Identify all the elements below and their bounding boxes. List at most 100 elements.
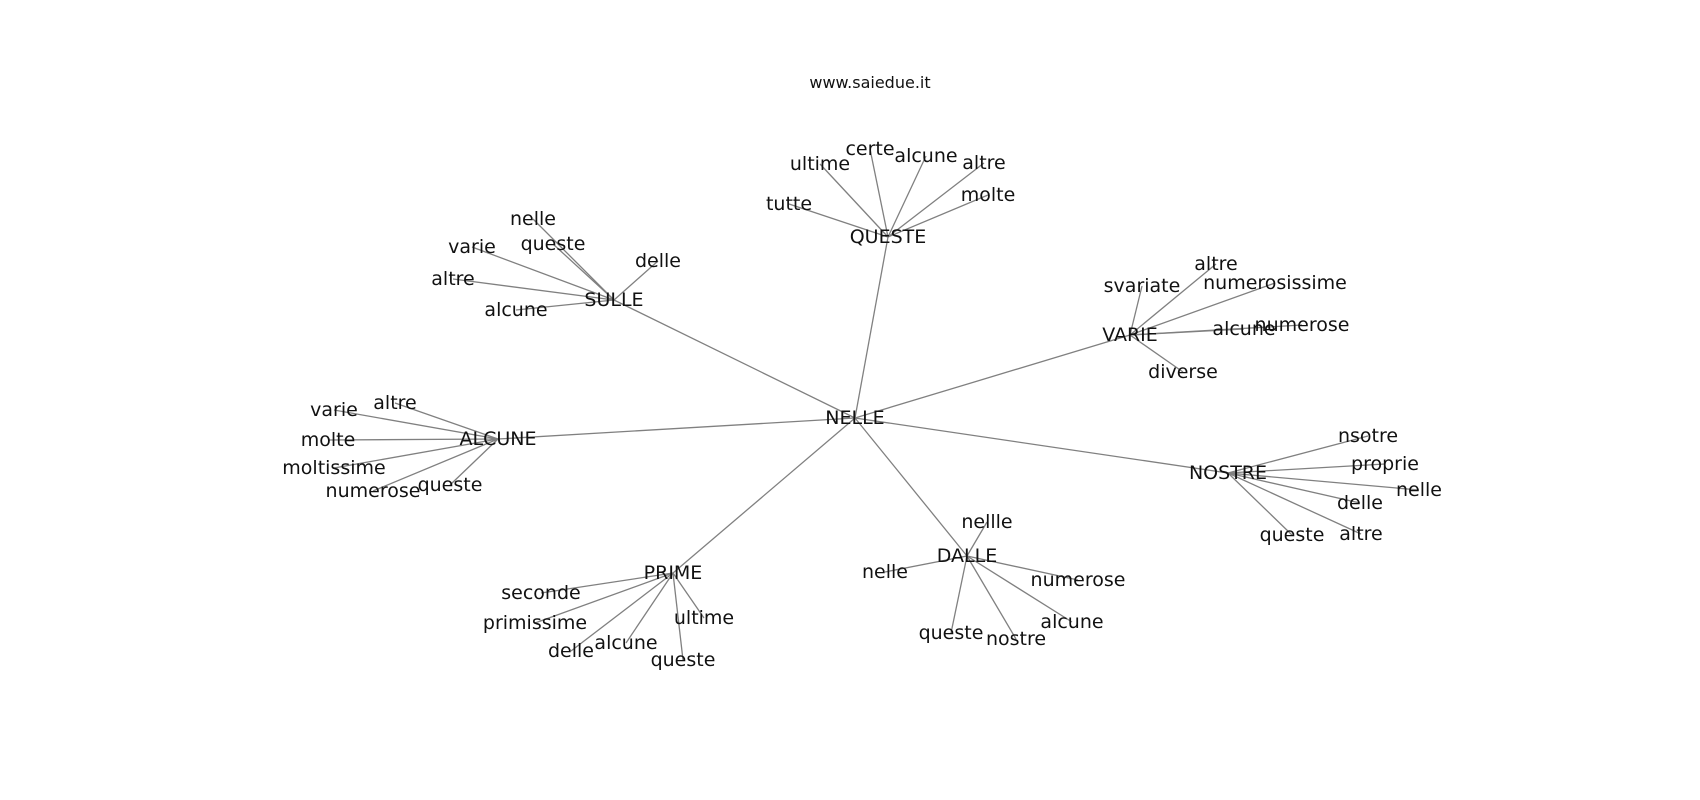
edge-root-to-nostre [854, 417, 1229, 474]
edge-root-to-varie [854, 334, 1131, 419]
leaf-node-sulle-altre: altre [431, 268, 474, 290]
edge-prime-to-queste [672, 572, 684, 661]
hub-node-varie: VARIE [1102, 324, 1158, 346]
leaf-node-nostre-altre: altre [1339, 523, 1382, 545]
edge-dalle-to-nellle [966, 521, 988, 557]
leaf-node-queste-alcune: alcune [894, 145, 957, 167]
leaf-node-dalle-numerose: numerose [1031, 569, 1126, 591]
leaf-node-varie-svariate: svariate [1104, 275, 1181, 297]
edge-root-to-prime [672, 417, 856, 574]
leaf-node-queste-ultime: ultime [790, 153, 850, 175]
edge-root-to-queste [854, 236, 889, 419]
leaf-node-nostre-nsotre: nsotre [1338, 425, 1398, 447]
leaf-node-alcune-altre: altre [373, 392, 416, 414]
edge-queste-to-tutte [788, 203, 889, 238]
edge-alcune-to-queste [449, 438, 499, 486]
edge-prime-to-seconde [540, 572, 674, 594]
hub-node-dalle: DALLE [937, 545, 997, 567]
edge-varie-to-svariate [1129, 285, 1143, 336]
leaf-node-queste-altre: altre [962, 152, 1005, 174]
edge-nostre-to-queste [1227, 472, 1293, 536]
leaf-node-nostre-queste: queste [1260, 524, 1325, 546]
edges-layer [327, 148, 1420, 661]
leaf-node-varie-numerose: numerose [1255, 314, 1350, 336]
edge-root-to-alcune [497, 417, 856, 440]
leaf-node-varie-altre: altre [1194, 253, 1237, 275]
edge-alcune-to-molte [327, 438, 499, 441]
edge-root-to-dalle [854, 417, 968, 557]
leaf-node-prime-delle: delle [548, 640, 594, 662]
hub-node-alcune: ALCUNE [460, 428, 537, 450]
edge-alcune-to-moltissime [333, 438, 499, 469]
edge-queste-to-certe [869, 148, 889, 238]
leaf-node-prime-alcune: alcune [594, 632, 657, 654]
leaf-node-prime-primissime: primissime [483, 612, 587, 634]
leaf-node-sulle-queste: queste [521, 233, 586, 255]
leaf-node-queste-molte: molte [961, 184, 1016, 206]
hub-node-queste: QUESTE [850, 226, 927, 248]
leaf-node-alcune-moltissime: moltissime [282, 457, 385, 479]
edge-varie-to-altre [1129, 263, 1217, 336]
leaf-node-dalle-nellle: nellle [961, 511, 1012, 533]
hub-node-prime: PRIME [644, 562, 703, 584]
leaf-node-queste-tutte: tutte [766, 193, 812, 215]
edge-sulle-to-altre [452, 278, 615, 301]
edge-queste-to-altre [887, 162, 985, 238]
leaf-node-sulle-delle: delle [635, 250, 681, 272]
edge-queste-to-molte [887, 194, 989, 238]
edge-dalle-to-nostre [966, 555, 1017, 640]
edge-queste-to-ultime [819, 163, 889, 238]
edge-nostre-to-altre [1227, 472, 1362, 535]
edge-dalle-to-nelle [884, 555, 968, 573]
leaf-node-queste-certe: certe [845, 138, 894, 160]
hub-node-nostre: NOSTRE [1189, 462, 1267, 484]
leaf-node-alcune-varie: varie [310, 399, 358, 421]
leaf-node-dalle-queste: queste [919, 622, 984, 644]
edge-nostre-to-proprie [1227, 463, 1386, 474]
leaf-node-nostre-proprie: proprie [1351, 453, 1419, 475]
edge-dalle-to-queste [950, 555, 968, 634]
leaf-node-prime-queste: queste [651, 649, 716, 671]
edge-sulle-to-varie [471, 246, 615, 301]
edge-varie-to-numerose [1129, 324, 1303, 336]
edge-varie-to-numerosissime [1129, 282, 1276, 336]
edge-sulle-to-queste [552, 243, 615, 301]
edge-root-to-sulle [613, 299, 856, 419]
leaf-node-alcune-numerose: numerose [326, 480, 421, 502]
edge-prime-to-ultime [672, 572, 705, 619]
leaf-node-sulle-alcune: alcune [484, 299, 547, 321]
leaf-node-nostre-delle: delle [1337, 492, 1383, 514]
leaf-node-varie-alcune: alcune [1212, 318, 1275, 340]
edge-nostre-to-nelle [1227, 472, 1420, 491]
leaf-node-varie-numerosissime: numerosissime [1203, 272, 1347, 294]
edge-dalle-to-alcune [966, 555, 1073, 623]
edge-sulle-to-nelle [532, 218, 615, 301]
leaf-node-nostre-nelle: nelle [1396, 479, 1442, 501]
root-node: NELLE [825, 407, 884, 429]
leaf-node-dalle-alcune: alcune [1040, 611, 1103, 633]
edge-sulle-to-alcune [515, 299, 615, 311]
edge-varie-to-diverse [1129, 334, 1184, 373]
edge-alcune-to-numerose [372, 438, 499, 492]
edge-prime-to-primissime [534, 572, 674, 624]
edge-nostre-to-nsotre [1227, 435, 1369, 474]
leaf-node-sulle-nelle: nelle [510, 208, 556, 230]
leaf-node-prime-ultime: ultime [674, 607, 734, 629]
edge-dalle-to-numerose [966, 555, 1079, 581]
edge-nostre-to-delle [1227, 472, 1361, 504]
edge-prime-to-alcune [625, 572, 674, 644]
leaf-node-varie-diverse: diverse [1148, 361, 1218, 383]
edge-sulle-to-delle [613, 260, 659, 301]
leaf-node-prime-seconde: seconde [501, 582, 580, 604]
leaf-node-dalle-nelle: nelle [862, 561, 908, 583]
diagram-title: www.saiedue.it [809, 73, 930, 92]
leaf-node-alcune-molte: molte [301, 429, 356, 451]
edge-alcune-to-altre [394, 402, 499, 440]
hub-node-sulle: SULLE [584, 289, 643, 311]
edge-prime-to-delle [570, 572, 674, 652]
leaf-node-sulle-varie: varie [448, 236, 496, 258]
leaf-node-alcune-queste: queste [418, 474, 483, 496]
edge-queste-to-alcune [887, 155, 927, 238]
